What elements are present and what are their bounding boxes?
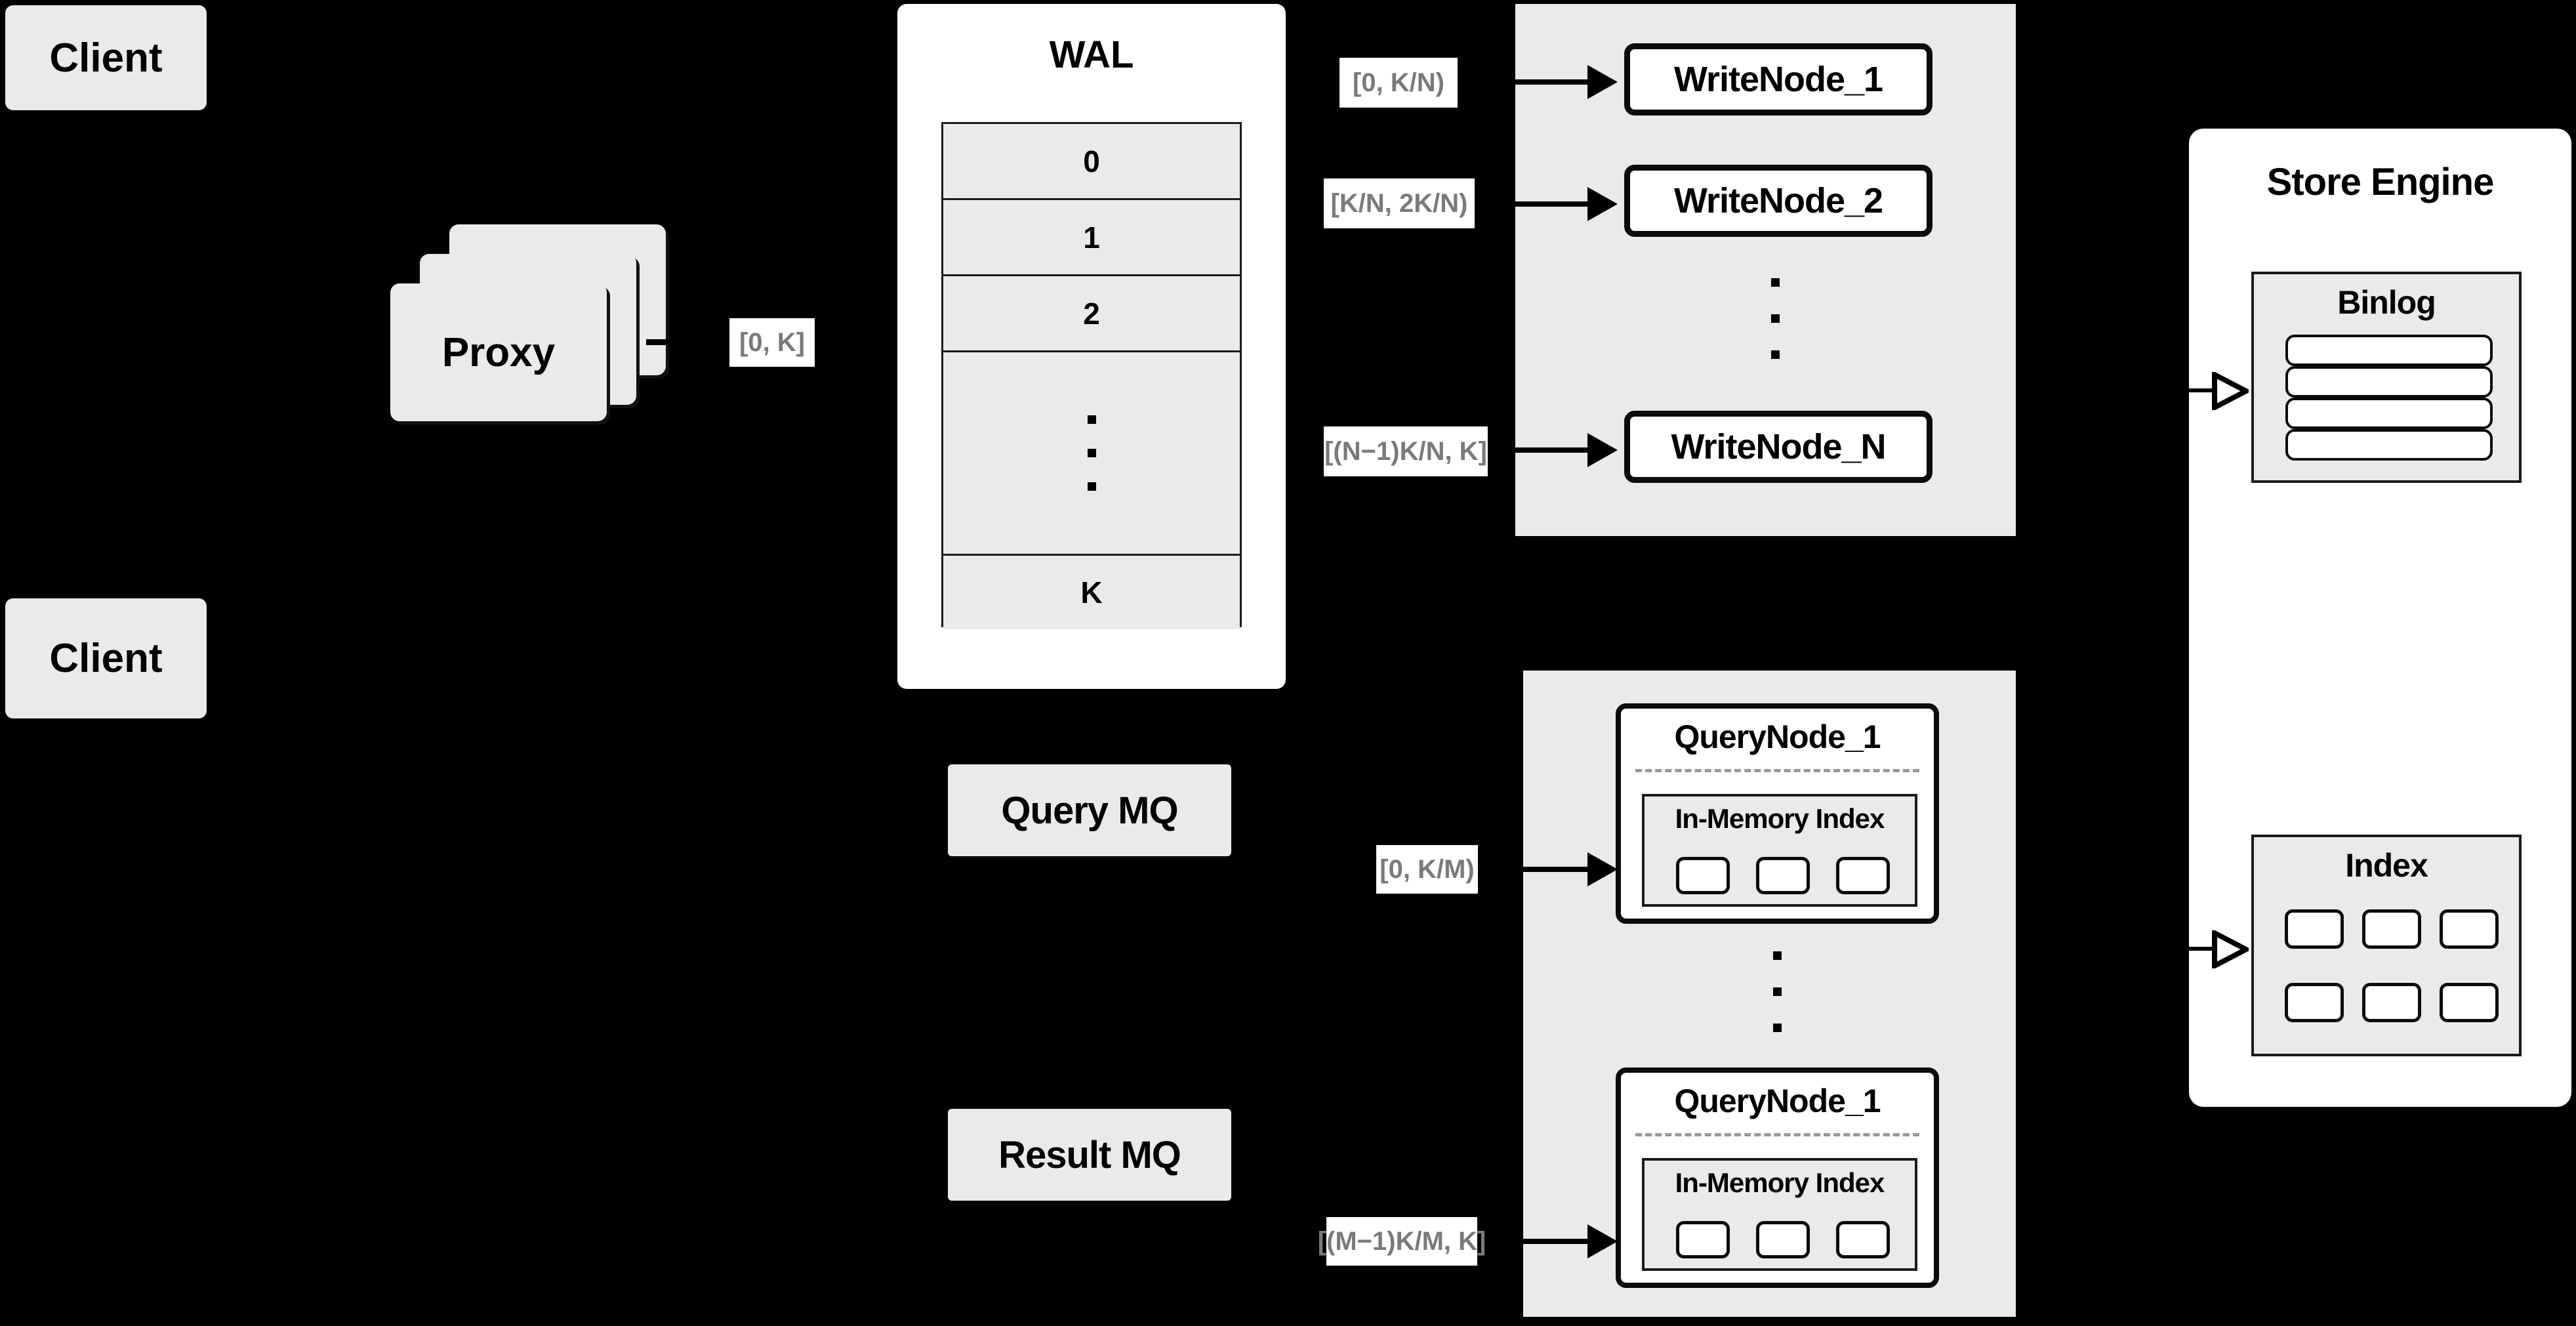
write-node-label-n: WriteNode_N	[1671, 427, 1886, 466]
index-grid-chip[interactable]	[2362, 909, 2421, 949]
write-node-box-n[interactable]: WriteNode_N	[1624, 411, 1932, 483]
in-memory-index-title-m: In-Memory Index	[1675, 1167, 1885, 1198]
ellipsis-dot	[1773, 1024, 1782, 1032]
arrow-head-open-binlog	[2212, 372, 2249, 410]
write-node-label-1: WriteNode_1	[1673, 60, 1883, 99]
query-node-separator-m	[1635, 1133, 1919, 1136]
wal-entry-row: 0	[943, 124, 1240, 200]
arrow-line-query-m	[1488, 1239, 1587, 1244]
wal-title: WAL	[1049, 33, 1134, 76]
index-chip[interactable]	[1676, 857, 1730, 894]
proxy-to-wal-connector	[646, 339, 682, 345]
index-panel: Index	[2251, 835, 2522, 1056]
query-node-separator-1	[1635, 769, 1919, 772]
write-node-box-1[interactable]: WriteNode_1	[1624, 43, 1932, 115]
index-grid-chip[interactable]	[2440, 983, 2499, 1022]
query-node-box-m[interactable]: QueryNode_1 In-Memory Index	[1616, 1067, 1939, 1288]
arrow-line-write-2	[1482, 201, 1587, 207]
write-cluster-ellipsis	[1771, 278, 1780, 359]
index-title: Index	[2345, 847, 2428, 884]
write-node-label-2: WriteNode_2	[1673, 181, 1883, 220]
index-chip[interactable]	[1756, 857, 1810, 894]
edge-label-write-node-1: [0, K/N)	[1339, 58, 1458, 108]
arrow-line-write-1	[1482, 79, 1587, 85]
wal-ellipsis-row	[943, 352, 1240, 556]
proxy-stack[interactable]: Proxy	[384, 217, 685, 433]
arrow-line-write-n	[1490, 447, 1587, 453]
wal-panel: WAL 0 1 2 K	[897, 4, 1286, 689]
edge-label-proxy-to-wal: [0, K]	[729, 318, 815, 367]
store-engine-title: Store Engine	[2266, 161, 2495, 203]
wal-entry-row: 2	[943, 276, 1240, 352]
arrow-head-write-1	[1587, 65, 1618, 99]
arrow-head-query-m	[1587, 1224, 1618, 1258]
ellipsis-dot	[1773, 987, 1782, 996]
ellipsis-dot	[1087, 415, 1096, 424]
query-mq-label: Query MQ	[1001, 789, 1178, 832]
query-cluster-ellipsis	[1773, 951, 1782, 1032]
binlog-title: Binlog	[2337, 284, 2436, 321]
wal-entry-table: 0 1 2 K	[941, 122, 1242, 629]
arrow-head-write-n	[1587, 433, 1618, 467]
index-chip[interactable]	[1756, 1221, 1810, 1258]
arrow-head-open-index	[2212, 930, 2249, 968]
arrow-head-query-1	[1587, 852, 1618, 886]
binlog-row	[2285, 335, 2493, 366]
proxy-label: Proxy	[441, 329, 556, 375]
edge-label-query-node-1: [0, K/M)	[1376, 845, 1478, 894]
arrow-head-write-2	[1587, 187, 1618, 221]
arrow-line-to-index	[2189, 947, 2219, 951]
client-label-2: Client	[49, 636, 163, 681]
query-node-box-1[interactable]: QueryNode_1 In-Memory Index	[1616, 703, 1939, 924]
result-mq-label: Result MQ	[998, 1133, 1181, 1176]
wal-entry-row-last: K	[943, 556, 1240, 629]
ellipsis-dot	[1771, 314, 1780, 323]
wal-entry-row: 1	[943, 200, 1240, 276]
write-node-box-2[interactable]: WriteNode_2	[1624, 165, 1932, 237]
index-grid-chip[interactable]	[2362, 983, 2421, 1022]
arrow-line-query-1	[1488, 867, 1587, 872]
proxy-card-front[interactable]: Proxy	[390, 283, 607, 421]
client-box-2[interactable]: Client	[5, 598, 207, 718]
in-memory-index-panel-1: In-Memory Index	[1642, 794, 1917, 907]
ellipsis-dot	[1773, 951, 1782, 960]
edge-label-write-node-2: [K/N, 2K/N)	[1324, 178, 1475, 228]
ellipsis-dot	[1087, 482, 1096, 491]
binlog-row	[2285, 398, 2493, 429]
in-memory-index-panel-m: In-Memory Index	[1642, 1158, 1917, 1271]
result-mq-box[interactable]: Result MQ	[948, 1109, 1231, 1201]
index-grid-chip[interactable]	[2285, 983, 2344, 1022]
binlog-row	[2285, 429, 2493, 461]
in-memory-index-title-1: In-Memory Index	[1675, 803, 1885, 834]
binlog-row	[2285, 366, 2493, 398]
ellipsis-dot	[1771, 350, 1780, 359]
query-node-title-m: QueryNode_1	[1674, 1083, 1881, 1119]
query-mq-box[interactable]: Query MQ	[948, 764, 1231, 856]
client-label-1: Client	[49, 35, 163, 81]
index-chip[interactable]	[1836, 1221, 1890, 1258]
client-box-1[interactable]: Client	[5, 5, 207, 110]
edge-label-write-node-n: [(N−1)K/N, K]	[1324, 426, 1488, 476]
store-engine-panel: Store Engine Binlog Index	[2189, 129, 2571, 1107]
index-chip[interactable]	[1836, 857, 1890, 894]
edge-label-query-node-m: [(M−1)K/M, K]	[1318, 1217, 1486, 1266]
binlog-panel: Binlog	[2251, 272, 2522, 483]
arrow-line-to-binlog	[2189, 388, 2219, 392]
ellipsis-dot	[1087, 449, 1096, 457]
query-node-cluster: QueryNode_1 In-Memory Index QueryNode_1 …	[1523, 671, 2016, 1317]
index-grid-chip[interactable]	[2285, 909, 2344, 949]
ellipsis-dot	[1771, 278, 1780, 287]
query-node-title-1: QueryNode_1	[1674, 718, 1881, 755]
index-chip[interactable]	[1676, 1221, 1730, 1258]
index-grid-chip[interactable]	[2440, 909, 2499, 949]
